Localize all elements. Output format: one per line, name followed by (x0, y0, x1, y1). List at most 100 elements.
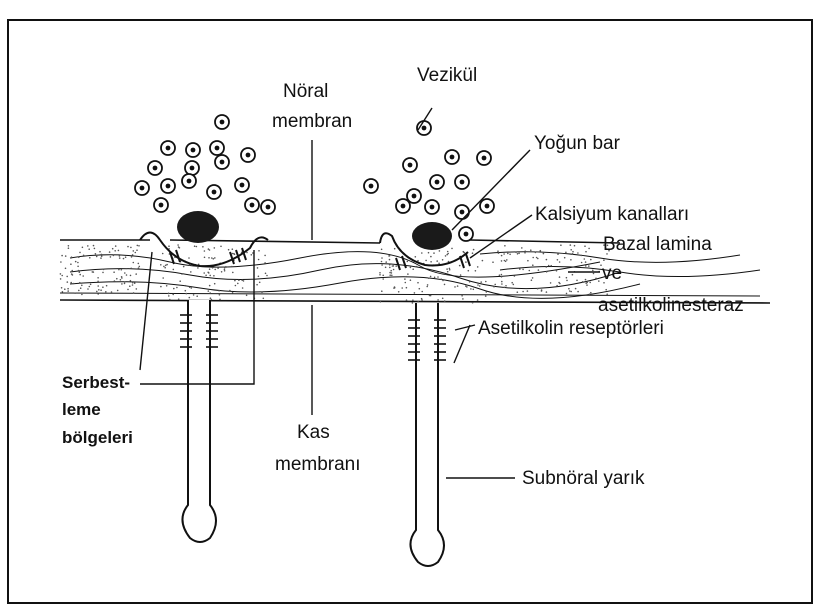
vesicle-core (140, 186, 145, 191)
vesicle-core (215, 146, 220, 151)
stipple-dot (406, 299, 408, 301)
dense-bar-left (177, 211, 219, 243)
stipple-dot (506, 259, 508, 261)
stipple-dot (61, 275, 63, 277)
stipple-dot (261, 292, 263, 294)
vesicle-core (220, 120, 225, 125)
stipple-dot (582, 281, 584, 283)
stipple-dot (229, 290, 231, 292)
vesicle-core (408, 163, 413, 168)
stipple-dot (80, 287, 82, 289)
stipple-dot (570, 244, 572, 246)
stipple-dot (444, 300, 446, 302)
vesicle-core (220, 160, 225, 165)
stipple-dot (264, 255, 266, 257)
stipple-dot (529, 270, 531, 272)
stipple-dot (417, 260, 419, 262)
stipple-dot (589, 282, 591, 284)
stipple-dot (218, 290, 220, 292)
stipple-dot (232, 272, 234, 274)
stipple-dot (556, 270, 558, 272)
stipple-dot (238, 279, 240, 281)
stipple-dot (135, 273, 137, 275)
vesicle-core (430, 205, 435, 210)
stipple-dot (447, 251, 449, 253)
calcium-channels-left (170, 248, 246, 264)
vesicle-core (485, 204, 490, 209)
stipple-dot (123, 258, 125, 260)
stipple-dot (538, 269, 540, 271)
stipple-dot (527, 290, 529, 292)
vesicle-core (460, 180, 465, 185)
stipple-dot (421, 291, 423, 293)
stipple-dot (406, 276, 408, 278)
stipple-dot (498, 252, 500, 254)
stipple-dot (415, 256, 417, 258)
stipple-dot (181, 273, 183, 275)
stipple-dot (398, 291, 400, 293)
stipple-dot (197, 267, 199, 269)
stipple-dot (125, 256, 127, 258)
vesicle-core (159, 203, 164, 208)
stipple-dot (79, 271, 81, 273)
stipple-dot (105, 291, 107, 293)
stipple-dot (124, 283, 126, 285)
stipple-dot (132, 282, 134, 284)
stipple-dot (178, 246, 180, 248)
stipple-dot (565, 252, 567, 254)
stipple-dot (160, 264, 162, 266)
stipple-dot (473, 249, 475, 251)
stipple-dot (595, 278, 597, 280)
stipple-dot (173, 269, 175, 271)
stipple-dot (521, 247, 523, 249)
stipple-dot (130, 268, 132, 270)
stipple-dot (389, 259, 391, 261)
stipple-dot (168, 293, 170, 295)
stipple-dot (121, 277, 123, 279)
stipple-dot (407, 273, 409, 275)
stipple-dot (576, 280, 578, 282)
stipple-dot (77, 266, 79, 268)
stipple-dot (234, 254, 236, 256)
stipple-dot (179, 280, 181, 282)
stipple-dot (428, 252, 430, 254)
stipple-dot (133, 262, 135, 264)
stipple-dot (468, 270, 470, 272)
stipple-dot (449, 268, 451, 270)
stipple-dot (444, 284, 446, 286)
stipple-dot (178, 298, 180, 300)
stipple-dot (379, 274, 381, 276)
stipple-dot (246, 295, 248, 297)
stipple-dot (381, 261, 383, 263)
stipple-dot (559, 276, 561, 278)
stipple-dot (543, 253, 545, 255)
stipple-dot (220, 246, 222, 248)
stipple-dot (176, 287, 178, 289)
stipple-dot (480, 281, 482, 283)
stipple-dot (81, 292, 83, 294)
stipple-dot (194, 245, 196, 247)
stipple-dot (514, 275, 516, 277)
stipple-dot (67, 290, 69, 292)
stipple-dot (89, 286, 91, 288)
stipple-dot (541, 290, 543, 292)
stipple-dot (410, 279, 412, 281)
stipple-dot (505, 285, 507, 287)
stipple-dot (131, 256, 133, 258)
stipple-dot (449, 269, 451, 271)
stipple-dot (162, 277, 164, 279)
stipple-dot (168, 245, 170, 247)
stipple-dot (251, 254, 253, 256)
vesicle-core (450, 155, 455, 160)
stipple-dot (419, 288, 421, 290)
stipple-dot (219, 294, 221, 296)
stipple-dot (109, 251, 111, 253)
stipple-dot (74, 292, 76, 294)
stipple-dot (210, 297, 212, 299)
stipple-dot (70, 263, 72, 265)
stipple-dot (477, 299, 479, 301)
stipple-dot (79, 274, 81, 276)
stipple-dot (116, 278, 118, 280)
stipple-dot (101, 255, 103, 257)
stipple-dot (67, 281, 69, 283)
